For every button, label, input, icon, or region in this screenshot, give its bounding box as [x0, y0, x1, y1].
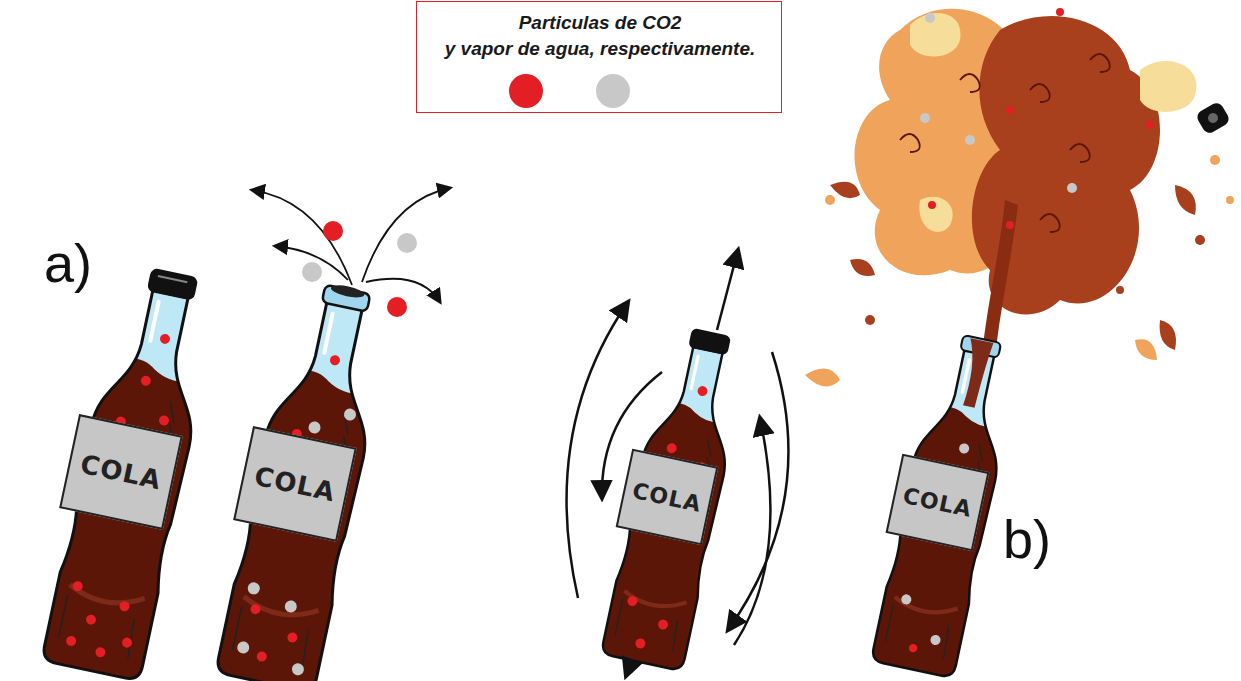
legend-text: y vapor de agua, respectivamente.	[417, 38, 783, 60]
band-text: COLA	[630, 478, 704, 517]
legend-box: Particulas de CO2 y vapor de agua, respec…	[416, 1, 782, 113]
eruption	[805, 8, 1234, 386]
band-text: COLA	[252, 461, 338, 507]
panel-label: b)	[1003, 512, 1051, 566]
escaping-particles	[252, 188, 450, 317]
legend-text: Particulas de CO2	[417, 12, 783, 34]
closed-bottle	[30, 260, 234, 681]
erupting-bottle	[861, 329, 1032, 681]
legend-swatch	[509, 74, 543, 108]
legend-swatch	[596, 74, 630, 108]
band-text: COLA	[900, 483, 974, 522]
open-bottle	[204, 274, 408, 681]
band-text: COLA	[78, 449, 164, 495]
label-band: COLA	[885, 453, 989, 551]
shaking-arrows	[567, 250, 789, 676]
shaken-bottle	[591, 322, 760, 681]
panel-label: a)	[44, 236, 92, 290]
